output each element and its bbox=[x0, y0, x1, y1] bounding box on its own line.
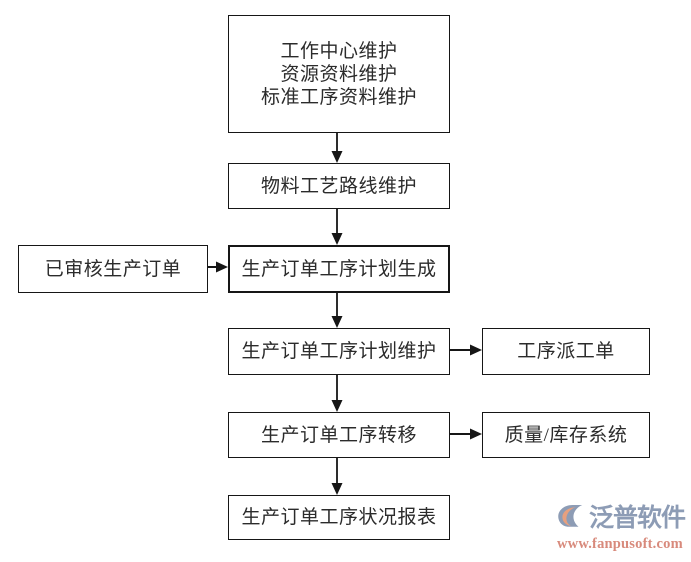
watermark-brand-name: 泛普软件 bbox=[589, 502, 686, 532]
arrow-maintain-plan-to-dispatch-order bbox=[450, 343, 483, 357]
node-maintain-operation-plan-label: 生产订单工序计划维护 bbox=[241, 341, 437, 362]
arrow-transfer-to-status-report bbox=[330, 458, 344, 496]
node-approved-production-order-label: 已审核生产订单 bbox=[44, 258, 182, 280]
node-operation-transfer-label: 生产订单工序转移 bbox=[260, 424, 417, 446]
node-operation-transfer[interactable]: 生产订单工序转移 bbox=[228, 412, 450, 458]
watermark-row: 泛普软件 bbox=[556, 500, 688, 534]
node-dispatch-order[interactable]: 工序派工单 bbox=[482, 328, 650, 375]
arrow-maintain-plan-to-transfer bbox=[330, 375, 344, 413]
node-master-data-line-3: 标准工序资料维护 bbox=[260, 86, 417, 108]
arrow-routing-to-generate-plan bbox=[330, 209, 344, 246]
node-generate-operation-plan[interactable]: 生产订单工序计划生成 bbox=[228, 245, 450, 293]
node-generate-operation-plan-label: 生产订单工序计划生成 bbox=[241, 258, 437, 280]
node-operation-status-report[interactable]: 生产订单工序状况报表 bbox=[228, 495, 450, 540]
node-material-routing[interactable]: 物料工艺路线维护 bbox=[228, 163, 450, 209]
fanpu-logo-icon bbox=[558, 505, 583, 527]
arrow-transfer-to-quality-inventory bbox=[450, 427, 483, 441]
watermark-logo: 泛普软件 www.fanpusoft.com bbox=[556, 500, 688, 558]
node-material-routing-label: 物料工艺路线维护 bbox=[260, 175, 417, 197]
node-approved-production-order[interactable]: 已审核生产订单 bbox=[18, 245, 208, 293]
arrow-approved-order-to-generate-plan bbox=[208, 260, 229, 274]
arrow-generate-plan-to-maintain-plan bbox=[330, 293, 344, 329]
arrow-master-data-to-routing bbox=[330, 133, 344, 164]
node-master-data-line-2: 资源资料维护 bbox=[280, 63, 398, 85]
node-master-data[interactable]: 工作中心维护 资源资料维护 标准工序资料维护 bbox=[228, 15, 450, 133]
node-maintain-operation-plan[interactable]: 生产订单工序计划维护 bbox=[228, 328, 450, 375]
node-dispatch-order-label: 工序派工单 bbox=[517, 341, 615, 362]
node-quality-inventory-system[interactable]: 质量/库存系统 bbox=[482, 412, 650, 458]
watermark-url: www.fanpusoft.com bbox=[557, 536, 683, 552]
node-operation-status-report-label: 生产订单工序状况报表 bbox=[241, 507, 437, 528]
node-quality-inventory-system-label: 质量/库存系统 bbox=[504, 424, 628, 446]
node-master-data-line-1: 工作中心维护 bbox=[280, 40, 398, 62]
